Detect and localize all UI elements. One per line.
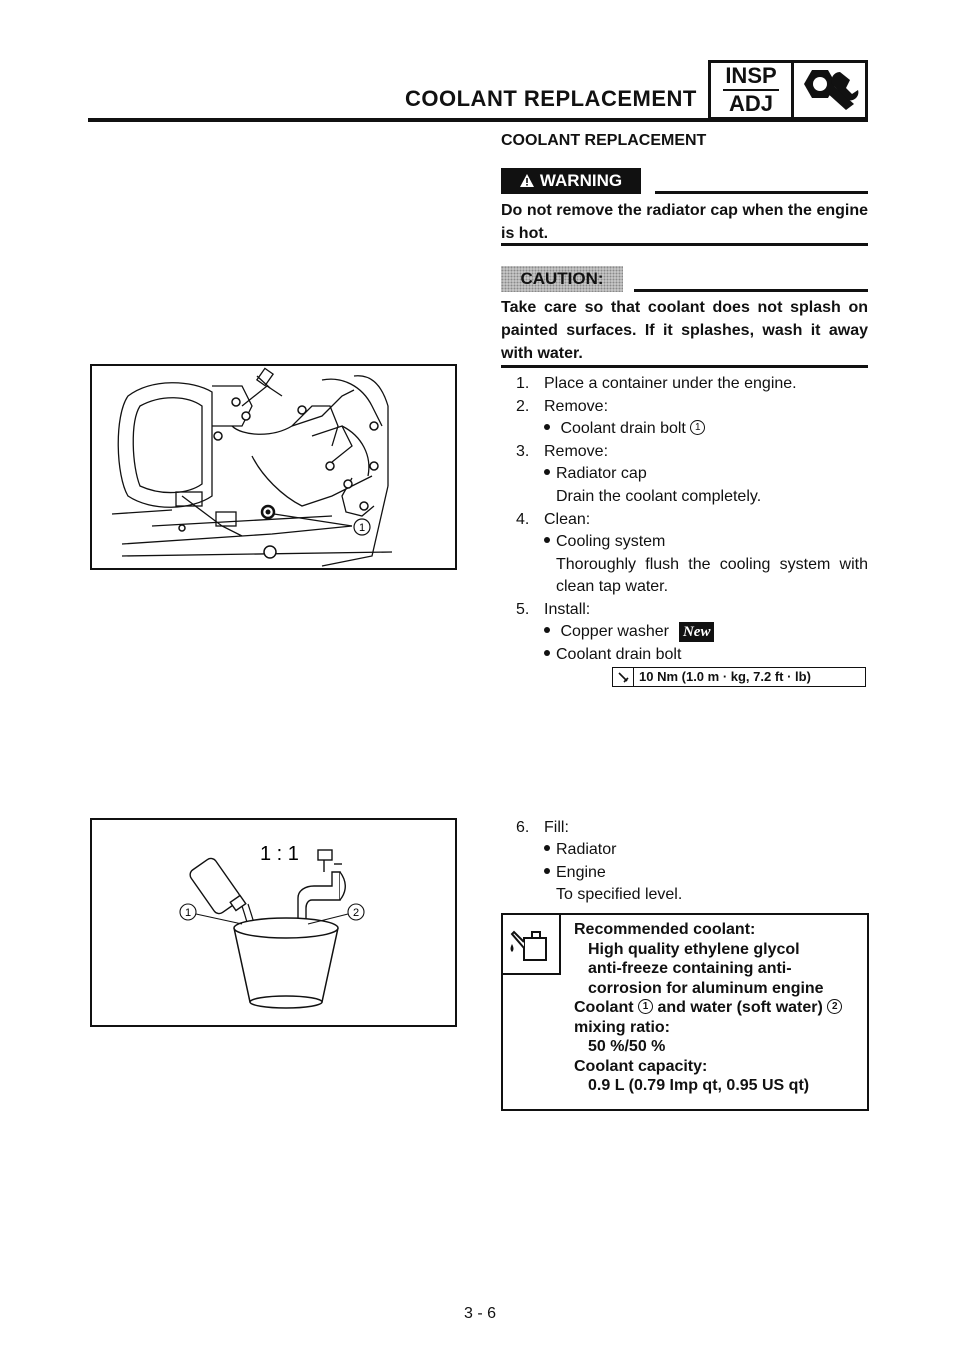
insp-adj-label: INSP ADJ	[711, 63, 794, 117]
section-badge: INSP ADJ	[708, 60, 868, 120]
coolant-line-3: corrosion for aluminum engine	[588, 979, 824, 997]
section-title: COOLANT REPLACEMENT	[501, 132, 707, 149]
coolant-spec-box	[501, 913, 869, 1111]
figure2-callout-2: 2	[353, 907, 359, 919]
step-3: 3. Remove:	[516, 443, 609, 460]
page-header-title: COOLANT REPLACEMENT	[405, 86, 697, 111]
step-6: 6. Fill:	[516, 819, 569, 836]
warning-label: WARNING	[539, 171, 623, 190]
step-2: 2. Remove:	[516, 398, 609, 415]
new-part-badge: New	[678, 622, 715, 642]
warning-badge: WARNING	[501, 168, 641, 194]
mixing-ratio-label: 1 : 1	[260, 843, 299, 865]
page-number: 3 - 6	[463, 1305, 496, 1322]
caution-badge: CAUTION:	[501, 266, 623, 292]
step-5: 5. Install:	[516, 601, 591, 618]
step-3-note: Drain the coolant completely.	[556, 488, 762, 505]
coolant-line-1: High quality ethylene glycol	[588, 940, 800, 958]
caution-end-rule	[501, 365, 868, 368]
engine-drain-bolt-illustration: 1	[111, 367, 393, 567]
step-6-item-2: Engine	[544, 862, 606, 884]
mix-ratio-label: mixing ratio:	[574, 1018, 671, 1036]
adj-label: ADJ	[728, 91, 773, 116]
step-4: 4. Clean:	[516, 511, 591, 528]
warning-rule	[655, 191, 868, 194]
step-6-item-1: Radiator	[544, 839, 616, 861]
figure-mixing-ratio: 1 : 1 1 2	[90, 818, 457, 1027]
figure-drain-bolt: 1	[90, 364, 457, 570]
step-4-item: Cooling system	[544, 531, 665, 553]
coolant-line-2: anti-freeze containing anti-	[588, 960, 792, 977]
figure2-callout-1: 1	[185, 907, 191, 919]
wrench-bolt-icon	[794, 63, 865, 117]
torque-value: 10 Nm (1.0 m · kg, 7.2 ft · lb)	[639, 669, 811, 684]
step-4-note: Thoroughly flush the cooling system with…	[556, 556, 868, 595]
torque-wrench-icon	[613, 668, 634, 686]
step-1: 1. Place a container under the engine.	[516, 375, 797, 392]
warning-triangle-icon	[519, 169, 534, 195]
step-3-item: Radiator cap	[544, 463, 647, 485]
oil-can-icon	[501, 913, 561, 975]
figure1-callout: 1	[359, 522, 365, 534]
insp-label: INSP	[725, 63, 777, 88]
caution-text: Take care so that coolant does not splas…	[501, 299, 868, 362]
capacity-value: 0.9 L (0.79 Imp qt, 0.95 US qt)	[588, 1077, 810, 1094]
torque-spec: 10 Nm (1.0 m · kg, 7.2 ft · lb)	[612, 667, 866, 687]
caution-rule	[634, 289, 868, 292]
step-6-note: To specified level.	[556, 886, 683, 903]
coolant-spec-text: Recommended coolant: High quality ethyle…	[574, 920, 864, 1096]
step-5-item-2: Coolant drain bolt	[544, 644, 681, 666]
mix-ratio-value: 50 %/50 %	[588, 1038, 666, 1055]
mix-ratio-line: Coolant 1 and water (soft water) 2	[574, 998, 864, 1018]
warning-end-rule	[501, 243, 868, 246]
header-rule	[88, 118, 868, 122]
warning-text: Do not remove the radiator cap when the …	[501, 202, 868, 242]
step-2-item: Coolant drain bolt 1	[544, 418, 706, 440]
coolant-mixing-illustration: 1 : 1 1 2	[179, 843, 365, 1009]
capacity-label: Coolant capacity:	[574, 1057, 708, 1075]
callout-ref: 1	[690, 420, 706, 436]
coolant-heading: Recommended coolant:	[574, 921, 756, 938]
